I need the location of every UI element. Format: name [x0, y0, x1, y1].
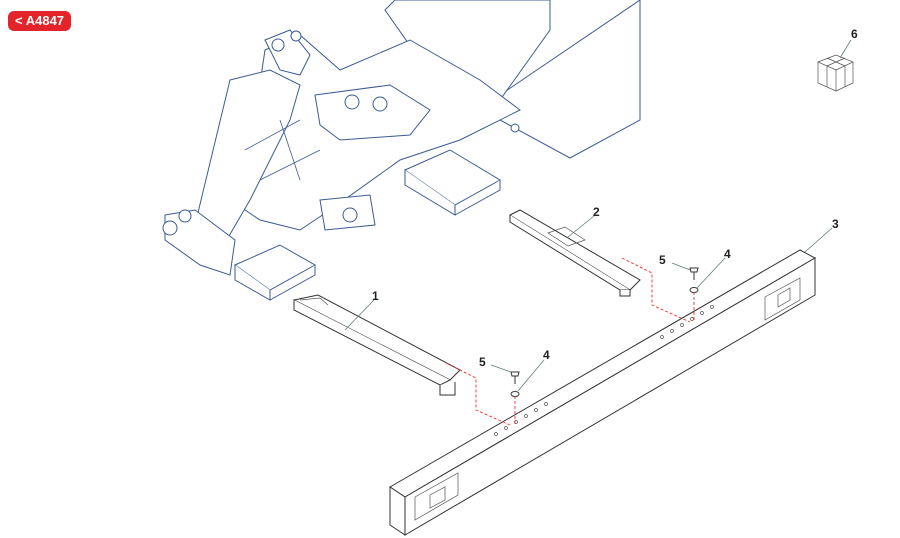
- package-box-icon: [817, 54, 854, 92]
- callout-4-right[interactable]: 4: [724, 247, 731, 261]
- machine-frame: [162, 0, 641, 301]
- back-button[interactable]: < A4847: [8, 11, 72, 31]
- part-1-tube: [292, 294, 461, 396]
- callout-1[interactable]: 1: [372, 289, 379, 303]
- part-3-beam: [389, 249, 817, 536]
- callout-5-right[interactable]: 5: [659, 253, 666, 267]
- alignment-guides: [445, 257, 695, 426]
- callout-2[interactable]: 2: [593, 205, 600, 219]
- bolt-icon: [510, 267, 699, 384]
- leader-lines: [344, 39, 852, 392]
- callout-4-left[interactable]: 4: [543, 348, 550, 362]
- callout-5-left[interactable]: 5: [479, 355, 486, 369]
- part-2-tube: [508, 209, 641, 297]
- callout-6[interactable]: 6: [851, 27, 858, 41]
- callout-3[interactable]: 3: [832, 217, 839, 231]
